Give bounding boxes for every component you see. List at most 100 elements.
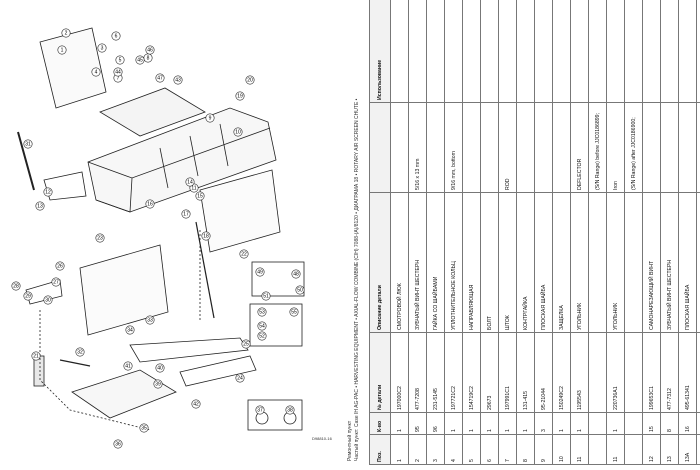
callout-47: 47 (156, 74, 164, 82)
table-cell: 1 (481, 413, 499, 435)
callout-number: 54 (259, 324, 265, 330)
table-cell (481, 0, 499, 103)
table-cell (427, 103, 445, 193)
table-row: (S/N Range) after JJC0186900; (625, 0, 643, 465)
table-cell (409, 0, 427, 103)
callout-number: 49 (257, 270, 263, 276)
table-cell (535, 103, 553, 193)
table-cell: ПЛОСКАЯ ШАЙБА (697, 193, 700, 333)
table-cell: ЗАЩЕЛКА (553, 193, 571, 333)
callout-number: 35 (141, 426, 147, 432)
table-cell: 9 (535, 435, 553, 465)
table-cell (553, 0, 571, 103)
table-cell: 17/32 x 1-1/4 x 1/16 (697, 103, 700, 193)
callout-4: 4 (92, 68, 100, 76)
callout-6: 6 (112, 32, 120, 40)
callout-number: 29 (25, 294, 31, 300)
table-cell (679, 103, 697, 193)
callout-29: 29 (24, 292, 32, 300)
callout-49: 49 (256, 268, 264, 276)
table-cell (697, 0, 700, 103)
table-cell: 199653C1 (643, 333, 661, 413)
callout-27: 27 (52, 278, 60, 286)
callout-number: 55 (291, 310, 297, 316)
table-cell: 29673 (481, 333, 499, 413)
callout-37: 37 (256, 406, 264, 414)
table-cell: САМОНАРЕЗАЮЩИЙ ВИНТ (643, 193, 661, 333)
callout-3: 3 (98, 44, 106, 52)
callout-28: 28 (12, 282, 20, 290)
callout-number: 23 (97, 236, 103, 242)
callout-15: 15 (196, 192, 204, 200)
table-cell: 1 (445, 413, 463, 435)
table-cell (481, 103, 499, 193)
callout-26: 26 (56, 262, 64, 270)
table-cell: 5 (697, 413, 700, 435)
table-cell: 11 (607, 435, 625, 465)
table-cell (391, 103, 409, 193)
callout-50: 50 (296, 286, 304, 294)
caption-path: Частый пункт: Case IH AG-PAC • HARVESTIN… (354, 1, 361, 461)
callout-number: 12 (45, 190, 51, 196)
table-cell: 96 (427, 413, 445, 435)
callout-number: 3 (101, 46, 104, 52)
table-cell: 477-7208 (409, 333, 427, 413)
callout-30: 30 (44, 296, 52, 304)
callout-51: 51 (262, 292, 270, 300)
table-cell: 1 (517, 413, 535, 435)
table-cell (679, 0, 697, 103)
table-cell: 7 (499, 435, 517, 465)
callout-number: 22 (241, 252, 247, 258)
table-cell: 477-7312 (661, 333, 679, 413)
callout-number: 31 (25, 142, 31, 148)
column-header: Поз. (370, 435, 391, 465)
exploded-view-drawing: 1234567891011121314151617181920212223242… (0, 0, 340, 465)
table-cell (589, 333, 607, 413)
table-cell: УПЛОТНИТЕЛЬНОЕ КОЛЬЦ (445, 193, 463, 333)
table-cell (625, 435, 643, 465)
callout-number: 14 (187, 180, 193, 186)
table-cell (661, 0, 679, 103)
table-cell: Iron (607, 103, 625, 193)
callout-31: 31 (24, 140, 32, 148)
table-cell: ROD (499, 103, 517, 193)
table-cell (625, 333, 643, 413)
callout-46: 46 (146, 46, 154, 54)
callout-number: 38 (287, 408, 293, 414)
callout-number: 10 (235, 130, 241, 136)
table-cell: 495-61341 (679, 333, 697, 413)
table-cell: 13A (679, 435, 697, 465)
table-cell (463, 103, 481, 193)
table-cell: 1 (571, 413, 589, 435)
callout-44: 44 (114, 68, 122, 76)
lower-panel (80, 245, 168, 335)
callout-52: 52 (258, 332, 266, 340)
callout-21: 21 (32, 352, 40, 360)
callout-number: 47 (157, 76, 163, 82)
callout-number: 46 (147, 48, 153, 54)
table-cell (517, 103, 535, 193)
table-cell: 11 (571, 435, 589, 465)
table-cell (535, 0, 553, 103)
callout-34: 34 (126, 326, 134, 334)
callout-23: 23 (96, 234, 104, 242)
callout-number: 15 (197, 194, 203, 200)
callout-32: 32 (76, 348, 84, 356)
table-cell (643, 103, 661, 193)
table-cell: 1 (553, 413, 571, 435)
table-cell (589, 193, 607, 333)
callout-14: 14 (186, 178, 194, 186)
table-cell: ГАЙКА СО ШАЙБАМИ (427, 193, 445, 333)
callout-number: 43 (175, 78, 181, 84)
callout-number: 2 (65, 31, 68, 37)
callout-54: 54 (258, 322, 266, 330)
callout-8: 8 (144, 54, 152, 62)
callout-33: 33 (146, 316, 154, 324)
